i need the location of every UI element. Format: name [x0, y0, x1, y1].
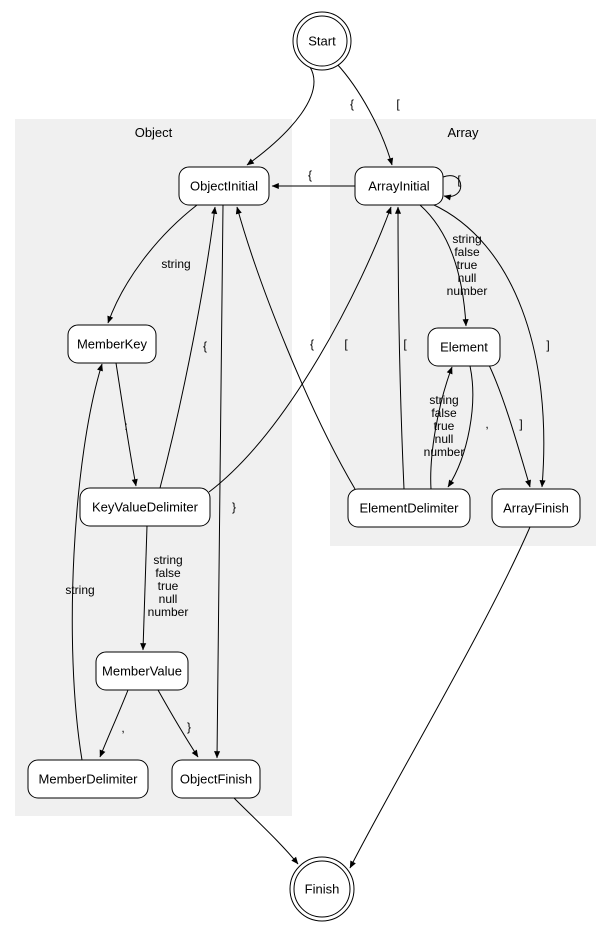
edge-elementdelimiter-arrayinitial: [ [394, 206, 407, 490]
edge-label-start-arrayinitial: [ [396, 97, 400, 111]
node-arrayfinish: ArrayFinish [491, 488, 581, 528]
node-label-objectfinish: ObjectFinish [180, 772, 252, 787]
node-label-membervalue: MemberValue [102, 664, 182, 679]
node-label-elementdelimiter: ElementDelimiter [360, 501, 460, 516]
edge-start-arrayinitial: [ [336, 63, 400, 166]
node-membervalue: MemberValue [95, 651, 189, 691]
edge-start-objectinitial: { [246, 66, 354, 166]
edge-membervalue-objectfinish: } [157, 689, 199, 758]
edge-line-start-objectinitial [246, 66, 315, 166]
node-keyvaluedelimiter: KeyValueDelimiter [79, 487, 211, 527]
node-memberkey: MemberKey [67, 324, 157, 364]
node-label-keyvaluedelimiter: KeyValueDelimiter [92, 500, 199, 515]
edge-element-arrayfinish: ] [488, 364, 531, 488]
node-elementdelimiter: ElementDelimiter [347, 488, 471, 528]
node-label-element: Element [440, 340, 488, 355]
edge-label-memberdelimiter-memberkey: string [65, 583, 94, 597]
cluster-label-object: Object [135, 125, 173, 140]
edge-line-element-arrayfinish [488, 364, 531, 488]
edge-label-objectinitial-memberkey: string [161, 257, 190, 271]
edge-memberkey-keyvaluedelimiter: : [115, 362, 138, 487]
node-finish: Finish [289, 856, 355, 922]
node-start: Start [292, 11, 352, 71]
cluster-object: Object [15, 119, 292, 816]
cluster-label-array: Array [447, 125, 479, 140]
edge-line-arrayfinish-finish [349, 526, 531, 869]
edge-elementdelimiter-objectinitial: { [235, 206, 356, 490]
edge-element-elementdelimiter: , [447, 365, 489, 488]
node-objectfinish: ObjectFinish [171, 759, 261, 799]
node-arrayinitial: ArrayInitial [354, 166, 444, 206]
edge-line-start-arrayinitial [336, 63, 394, 166]
edge-arrayinitial-self: [ [442, 173, 462, 201]
edge-line-membervalue-objectfinish [157, 689, 199, 758]
edge-label-arrayinitial-objectinitial: { [308, 168, 312, 182]
edge-line-arrayinitial-self [442, 175, 462, 201]
edge-line-keyvaluedelimiter-objectinitial [159, 206, 218, 489]
clusters-layer: Object Array [15, 119, 596, 816]
edge-label-keyvaluedelimiter-arrayinitial: [ [344, 337, 348, 351]
edge-line-objectinitial-objectfinish [214, 204, 224, 759]
edge-objectfinish-finish [233, 797, 299, 865]
edge-keyvaluedelimiter-objectinitial: { [159, 206, 218, 489]
edge-line-arrayinitial-arrayfinish [431, 203, 546, 488]
edge-label-elementdelimiter-objectinitial: { [310, 337, 314, 351]
node-label-memberdelimiter: MemberDelimiter [39, 772, 139, 787]
edge-objectinitial-objectfinish: } [214, 204, 236, 759]
edge-objectinitial-memberkey: string [107, 204, 198, 324]
edge-membervalue-memberdelimiter: , [99, 689, 129, 758]
edge-label-membervalue-objectfinish: } [187, 720, 191, 734]
edge-line-objectfinish-finish [233, 797, 299, 865]
edge-line-elementdelimiter-objectinitial [235, 206, 356, 490]
node-element: Element [427, 327, 501, 367]
edge-label-element-elementdelimiter: , [485, 417, 488, 431]
edge-label-membervalue-memberdelimiter: , [121, 721, 124, 735]
edge-label-keyvaluedelimiter-objectinitial: { [203, 339, 207, 353]
edge-arrayfinish-finish [349, 526, 531, 869]
edge-arrayinitial-arrayfinish: ] [431, 203, 550, 488]
edge-line-elementdelimiter-arrayinitial [394, 206, 405, 490]
edge-line-keyvaluedelimiter-membervalue [140, 525, 148, 651]
edge-label-memberkey-keyvaluedelimiter: : [124, 419, 127, 433]
edge-arrayinitial-objectinitial: { [271, 168, 355, 190]
edge-label-arrayinitial-arrayfinish: ] [546, 338, 549, 352]
edge-label-elementdelimiter-arrayinitial: [ [403, 337, 407, 351]
edge-memberdelimiter-memberkey: string [65, 363, 103, 761]
node-label-arrayinitial: ArrayInitial [368, 179, 430, 194]
node-label-finish: Finish [305, 882, 340, 897]
edge-line-memberdelimiter-memberkey [71, 363, 103, 761]
edge-line-arrayinitial-element [419, 204, 469, 327]
node-memberdelimiter: MemberDelimiter [27, 759, 149, 799]
edge-line-elementdelimiter-element [430, 366, 453, 490]
edge-label-objectinitial-objectfinish: } [232, 500, 236, 514]
edge-line-objectinitial-memberkey [107, 204, 198, 324]
edge-line-keyvaluedelimiter-arrayinitial [208, 206, 392, 493]
node-label-memberkey: MemberKey [77, 337, 148, 352]
edge-label-start-objectinitial: { [350, 97, 354, 111]
node-objectinitial: ObjectInitial [178, 166, 270, 206]
node-label-start: Start [308, 34, 336, 49]
edge-keyvaluedelimiter-arrayinitial: [ [208, 206, 392, 493]
edge-line-element-elementdelimiter [447, 365, 474, 488]
node-label-objectinitial: ObjectInitial [190, 179, 258, 194]
node-label-arrayfinish: ArrayFinish [503, 501, 569, 516]
edge-line-memberkey-keyvaluedelimiter [115, 362, 138, 487]
edge-label-element-arrayfinish: ] [519, 417, 522, 431]
edge-line-membervalue-memberdelimiter [99, 689, 129, 758]
edge-label-arrayinitial-self: [ [457, 173, 461, 187]
